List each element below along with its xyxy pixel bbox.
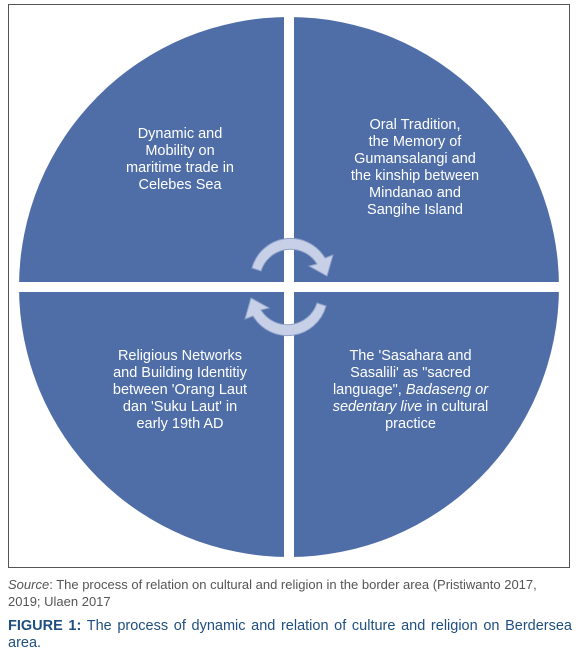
quadrant-bottom-left bbox=[19, 287, 289, 557]
br-line4a: sedentary live bbox=[332, 399, 423, 415]
figure-caption: FIGURE 1: The process of dynamic and rel… bbox=[8, 618, 572, 652]
quadrant-bottom-right bbox=[289, 287, 559, 557]
figure-text: The process of dynamic and relation of c… bbox=[8, 618, 572, 651]
br-line5: practice bbox=[385, 416, 436, 432]
figure-label: FIGURE 1: bbox=[8, 618, 82, 634]
cycle-diagram bbox=[16, 17, 562, 557]
br-line4b: in cultural bbox=[422, 399, 489, 415]
br-line3b: Badaseng or bbox=[405, 382, 489, 398]
quadrant-bottom-right-text: The 'Sasahara and Sasalili' as "sacred l… bbox=[318, 348, 503, 433]
source-note: Source: The process of relation on cultu… bbox=[8, 576, 572, 610]
quadrant-top-left bbox=[19, 17, 289, 287]
cycle-arrow-icon bbox=[244, 237, 334, 337]
quadrant-top-right-text: Oral Tradition, the Memory of Gumansalan… bbox=[350, 117, 480, 218]
quadrant-top-left-text: Dynamic and Mobility on maritime trade i… bbox=[126, 126, 234, 193]
quadrant-top-right bbox=[289, 17, 559, 287]
br-line2: Sasalili' as "sacred bbox=[350, 365, 471, 381]
quadrant-bottom-left-text: Religious Networks and Building Identiti… bbox=[112, 348, 248, 432]
source-text: : The process of relation on cultural an… bbox=[8, 577, 537, 609]
horizontal-divider bbox=[16, 282, 562, 292]
br-line1: The 'Sasahara and bbox=[349, 348, 472, 364]
source-lead: Source bbox=[8, 577, 50, 592]
br-line3a: language", bbox=[332, 382, 406, 398]
